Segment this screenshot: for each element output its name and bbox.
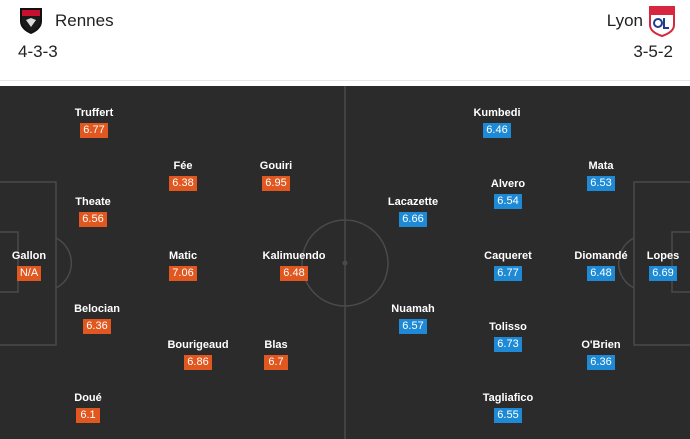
player-name: Theate — [75, 196, 111, 208]
player-name: Mata — [588, 160, 614, 172]
player-rating-badge: 6.38 — [169, 176, 197, 191]
player-rating-badge: 6.54 — [494, 194, 522, 209]
player-rating-badge: 6.86 — [184, 355, 212, 370]
player-caqueret[interactable]: Caqueret 6.77 — [463, 250, 553, 281]
player-fee[interactable]: Fée 6.38 — [138, 160, 228, 191]
player-rating-badge: 6.48 — [280, 266, 308, 281]
player-lacazette[interactable]: Lacazette 6.66 — [368, 196, 458, 227]
player-rating-badge: N/A — [16, 266, 42, 281]
player-name: Lopes — [646, 250, 680, 262]
player-rating-badge: 6.36 — [83, 319, 111, 334]
player-name: Diomandé — [574, 250, 628, 262]
player-rating-badge: 6.66 — [399, 212, 427, 227]
pitch-markings — [0, 86, 690, 439]
player-rating-badge: 6.73 — [494, 337, 522, 352]
player-blas[interactable]: Blas 6.7 — [231, 339, 321, 370]
player-name: Kumbedi — [473, 107, 521, 119]
player-name: Gallon — [11, 250, 47, 262]
player-rating-badge: 6.7 — [264, 355, 288, 370]
away-formation: 3-5-2 — [633, 42, 673, 61]
player-name: Kalimuendo — [262, 250, 326, 262]
player-rating-badge: 6.77 — [494, 266, 522, 281]
player-truffert[interactable]: Truffert 6.77 — [49, 107, 139, 138]
player-rating-badge: 6.57 — [399, 319, 427, 334]
player-gouiri[interactable]: Gouiri 6.95 — [231, 160, 321, 191]
player-theate[interactable]: Theate 6.56 — [48, 196, 138, 227]
player-tolisso[interactable]: Tolisso 6.73 — [463, 321, 553, 352]
player-alvero[interactable]: Alvero 6.54 — [463, 178, 553, 209]
player-name: Alvero — [490, 178, 526, 190]
player-diomande[interactable]: Diomandé 6.48 — [556, 250, 646, 281]
player-rating-badge: 6.48 — [587, 266, 615, 281]
lyon-crest-icon — [649, 6, 675, 37]
player-rating-badge: 6.36 — [587, 355, 615, 370]
player-matic[interactable]: Matic 7.06 — [138, 250, 228, 281]
match-header: Rennes 4-3-3 Lyon 3-5-2 — [0, 0, 690, 80]
player-rating-badge: 6.56 — [79, 212, 107, 227]
home-team-name[interactable]: Rennes — [55, 11, 114, 30]
player-name: Matic — [168, 250, 198, 262]
player-bourigeaud[interactable]: Bourigeaud 6.86 — [153, 339, 243, 370]
pitch: Truffert 6.77 Fée 6.38 Gouiri 6.95 Theat… — [0, 86, 690, 439]
player-nuamah[interactable]: Nuamah 6.57 — [368, 303, 458, 334]
rennes-crest-icon — [20, 8, 42, 34]
home-formation: 4-3-3 — [18, 42, 58, 61]
player-rating-badge: 6.46 — [483, 123, 511, 138]
player-rating-badge: 6.55 — [494, 408, 522, 423]
player-mata[interactable]: Mata 6.53 — [556, 160, 646, 191]
header-divider — [0, 80, 690, 81]
player-name: Belocian — [74, 303, 120, 315]
player-kalimuendo[interactable]: Kalimuendo 6.48 — [249, 250, 339, 281]
player-rating-badge: 6.1 — [76, 408, 100, 423]
player-name: Lacazette — [387, 196, 439, 208]
player-lopes[interactable]: Lopes 6.69 — [618, 250, 690, 281]
player-name: O'Brien — [581, 339, 621, 351]
player-name: Caqueret — [484, 250, 532, 262]
player-name: Nuamah — [391, 303, 435, 315]
player-rating-badge: 6.77 — [80, 123, 108, 138]
player-rating-badge: 6.53 — [587, 176, 615, 191]
player-name: Gouiri — [259, 160, 293, 172]
player-name: Bourigeaud — [167, 339, 229, 351]
player-rating-badge: 6.69 — [649, 266, 677, 281]
player-name: Tagliafico — [482, 392, 534, 404]
player-tagliafico[interactable]: Tagliafico 6.55 — [463, 392, 553, 423]
player-kumbedi[interactable]: Kumbedi 6.46 — [452, 107, 542, 138]
player-belocian[interactable]: Belocian 6.36 — [52, 303, 142, 334]
away-team-name[interactable]: Lyon — [606, 11, 643, 30]
player-rating-badge: 7.06 — [169, 266, 197, 281]
player-name: Fée — [173, 160, 193, 172]
player-name: Truffert — [74, 107, 114, 119]
player-name: Tolisso — [489, 321, 527, 333]
player-doue[interactable]: Doué 6.1 — [43, 392, 133, 423]
player-name: Doué — [74, 392, 102, 404]
player-gallon[interactable]: Gallon N/A — [0, 250, 74, 281]
player-name: Blas — [264, 339, 288, 351]
player-obrien[interactable]: O'Brien 6.36 — [556, 339, 646, 370]
player-rating-badge: 6.95 — [262, 176, 290, 191]
